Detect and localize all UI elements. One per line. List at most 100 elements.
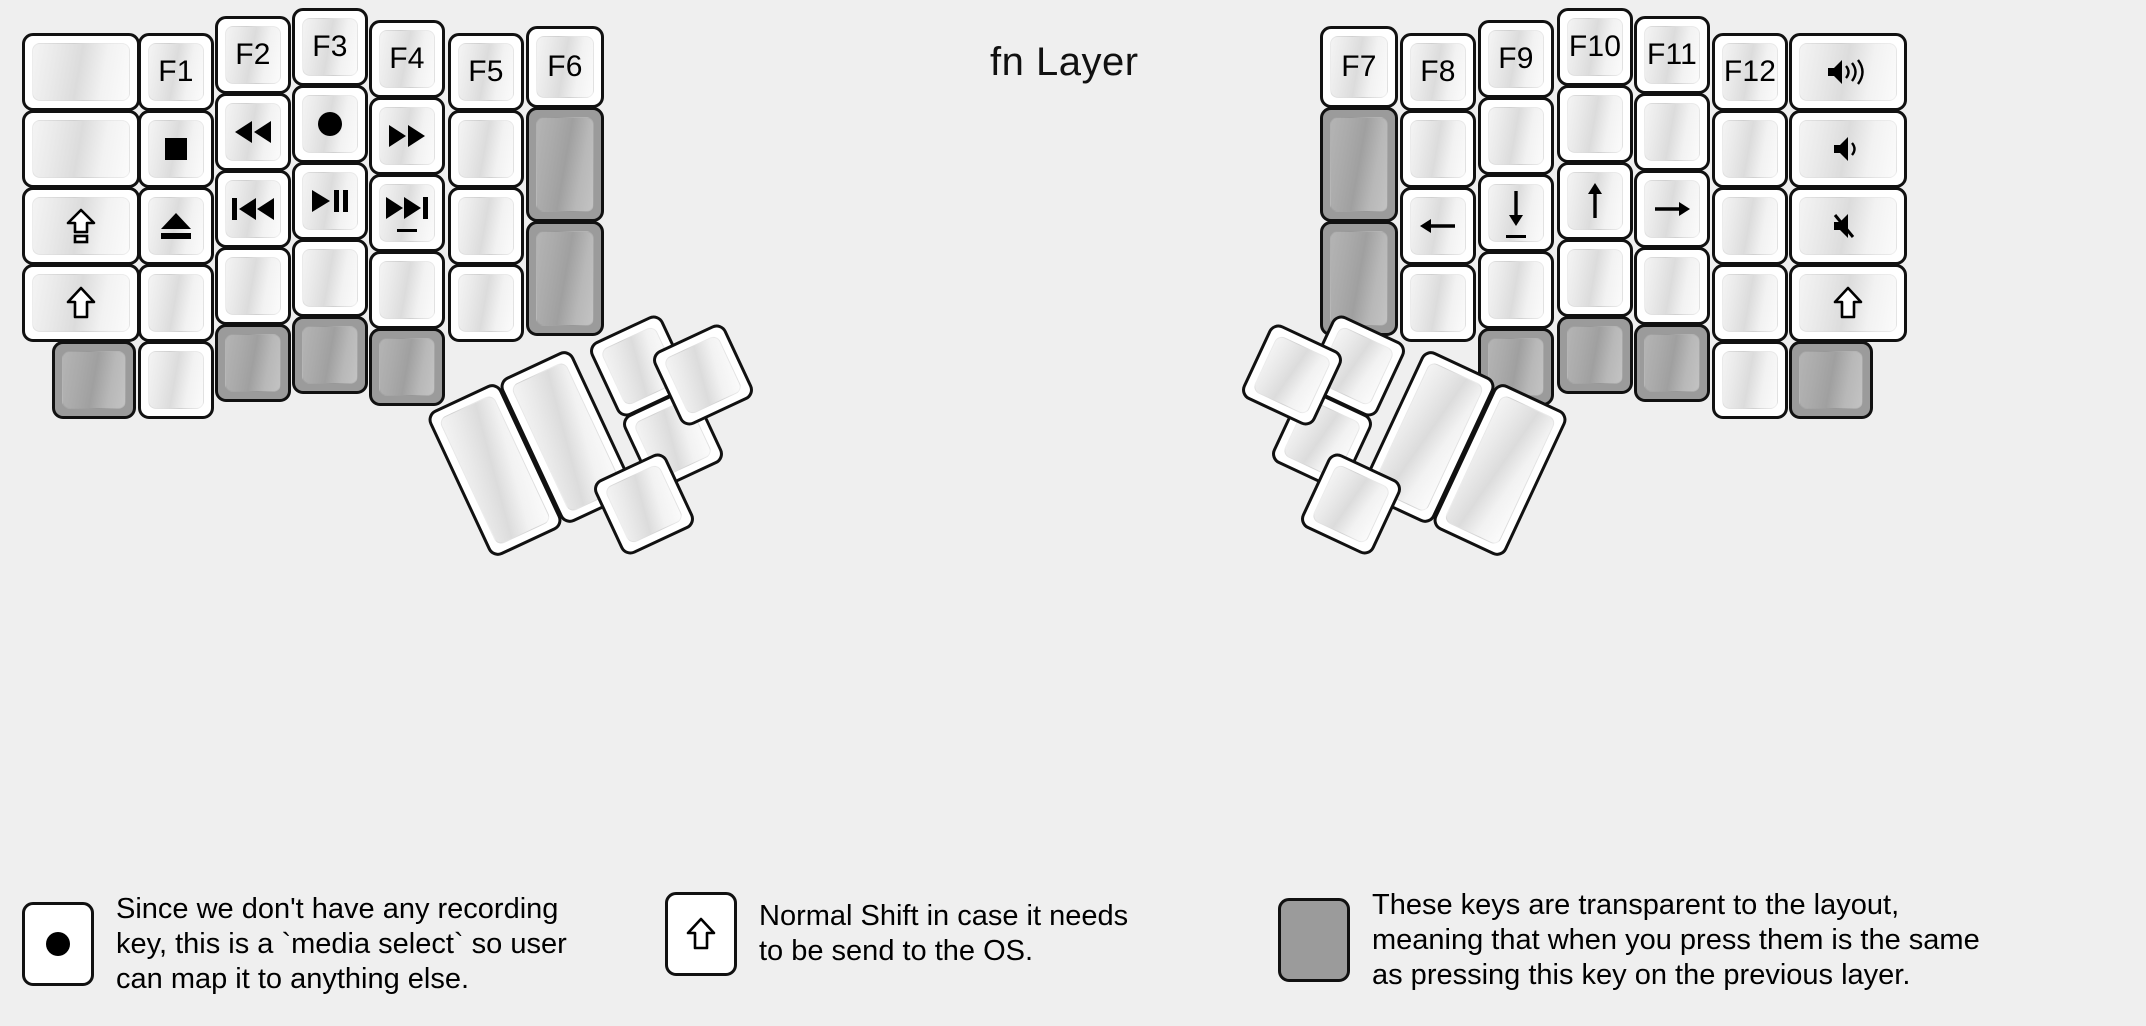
key-volume-up[interactable]: [1789, 33, 1907, 111]
record-icon: [25, 905, 91, 983]
key-right-c6-r4[interactable]: [1712, 264, 1788, 342]
keycap-face: [1799, 351, 1863, 409]
key-left-c6-r2[interactable]: [448, 110, 524, 188]
keycap-face: [536, 117, 594, 212]
rewind-icon: [231, 118, 275, 146]
key-stop[interactable]: [138, 110, 214, 188]
key-previous-track[interactable]: [215, 170, 291, 248]
key-left-c7-r3[interactable]: [526, 221, 604, 336]
key-volume-down[interactable]: [1789, 110, 1907, 188]
key-f4[interactable]: F4: [369, 20, 445, 98]
key-left-c2-r4[interactable]: [138, 264, 214, 342]
eject-icon: [158, 209, 194, 243]
keycap-face: [1410, 274, 1466, 332]
next-track-icon: [383, 194, 431, 232]
key-f12[interactable]: F12: [1712, 33, 1788, 111]
key-arrow-down[interactable]: [1478, 174, 1554, 252]
key-volume-mute[interactable]: [1789, 187, 1907, 265]
key-left-outer-r5[interactable]: [52, 341, 136, 419]
key-left-c4-r4[interactable]: [292, 239, 368, 317]
key-right-outer-r5[interactable]: [1789, 341, 1873, 419]
keycap-face: [379, 30, 435, 88]
key-right-c6-r2[interactable]: [1712, 110, 1788, 188]
key-arrow-right[interactable]: [1634, 170, 1710, 248]
key-arrow-left[interactable]: [1400, 187, 1476, 265]
key-record[interactable]: [292, 85, 368, 163]
key-left-c3-r5[interactable]: [215, 324, 291, 402]
keycap-face: [148, 120, 204, 178]
key-f3[interactable]: F3: [292, 8, 368, 86]
key-left-outer-r1[interactable]: [22, 33, 140, 111]
key-right-c4-r4[interactable]: [1557, 239, 1633, 317]
keycap-face: [1251, 334, 1333, 416]
key-fast-forward[interactable]: [369, 97, 445, 175]
key-arrow-up[interactable]: [1557, 162, 1633, 240]
key-f2[interactable]: F2: [215, 16, 291, 94]
key-left-outer-r2[interactable]: [22, 110, 140, 188]
shift-icon: [665, 892, 737, 976]
keycap-face: [1722, 120, 1778, 178]
keycap-face: [603, 463, 685, 545]
legend-item-1: Since we don't have any recording key, t…: [22, 892, 567, 996]
key-right-c5-r4[interactable]: [1634, 247, 1710, 325]
record-icon: [313, 107, 347, 141]
key-right-c2-r4[interactable]: [1400, 264, 1476, 342]
key-right-c3-r2[interactable]: [1478, 97, 1554, 175]
key-f11[interactable]: F11: [1634, 16, 1710, 94]
volume-down-icon: [1831, 134, 1865, 164]
key-left-c2-r5[interactable]: [138, 341, 214, 419]
key-left-c3-r4[interactable]: [215, 247, 291, 325]
keycap-face: [1644, 103, 1700, 161]
key-f5[interactable]: F5: [448, 33, 524, 111]
legend-text: These keys are transparent to the layout…: [1372, 889, 1980, 991]
key-shift-left[interactable]: [22, 264, 140, 342]
keycap-face: [662, 334, 744, 416]
key-right-c1-r2[interactable]: [1320, 107, 1398, 222]
key-left-c5-r4[interactable]: [369, 251, 445, 329]
key-shift-right[interactable]: [1789, 264, 1907, 342]
keycap-face: [1567, 18, 1623, 76]
key-right-c4-r2[interactable]: [1557, 85, 1633, 163]
key-next-track[interactable]: [369, 174, 445, 252]
key-left-c7-r2[interactable]: [526, 107, 604, 222]
key-left-c5-r5[interactable]: [369, 328, 445, 406]
keycap-face: [1410, 43, 1466, 101]
key-right-c5-r2[interactable]: [1634, 93, 1710, 171]
key-right-c6-r5[interactable]: [1712, 341, 1788, 419]
keycap-face: [458, 274, 514, 332]
keycap-face: [1410, 197, 1466, 255]
key-play-pause[interactable]: [292, 162, 368, 240]
key-f8[interactable]: F8: [1400, 33, 1476, 111]
key-right-c5-r5[interactable]: [1634, 324, 1710, 402]
keycap-face: [1310, 463, 1392, 545]
key-left-c6-r4[interactable]: [448, 264, 524, 342]
key-left-c6-r3[interactable]: [448, 187, 524, 265]
key-right-c4-r5[interactable]: [1557, 316, 1633, 394]
underline-mark: [1506, 235, 1526, 238]
fast-forward-icon: [385, 122, 429, 150]
key-right-c1-r3[interactable]: [1320, 221, 1398, 336]
key-eject[interactable]: [138, 187, 214, 265]
keycap-face: [148, 43, 204, 101]
key-f9[interactable]: F9: [1478, 20, 1554, 98]
keycap-face: [1722, 274, 1778, 332]
keycap-face: [536, 36, 594, 98]
keycap-face: [1567, 249, 1623, 307]
shift-icon: [66, 286, 96, 320]
key-caps-lock[interactable]: [22, 187, 140, 265]
key-right-c2-r2[interactable]: [1400, 110, 1476, 188]
keycap-face: [62, 351, 126, 409]
key-rewind[interactable]: [215, 93, 291, 171]
underline-mark: [397, 229, 417, 232]
transparent-key-icon: [1278, 898, 1350, 983]
key-f10[interactable]: F10: [1557, 8, 1633, 86]
key-f6[interactable]: F6: [526, 26, 604, 108]
key-f1[interactable]: F1: [138, 33, 214, 111]
key-left-c4-r5[interactable]: [292, 316, 368, 394]
key-f7[interactable]: F7: [1320, 26, 1398, 108]
keycap-face: [1722, 351, 1778, 409]
arrow-left-icon: [1418, 213, 1458, 239]
key-right-c6-r3[interactable]: [1712, 187, 1788, 265]
key-right-c3-r4[interactable]: [1478, 251, 1554, 329]
